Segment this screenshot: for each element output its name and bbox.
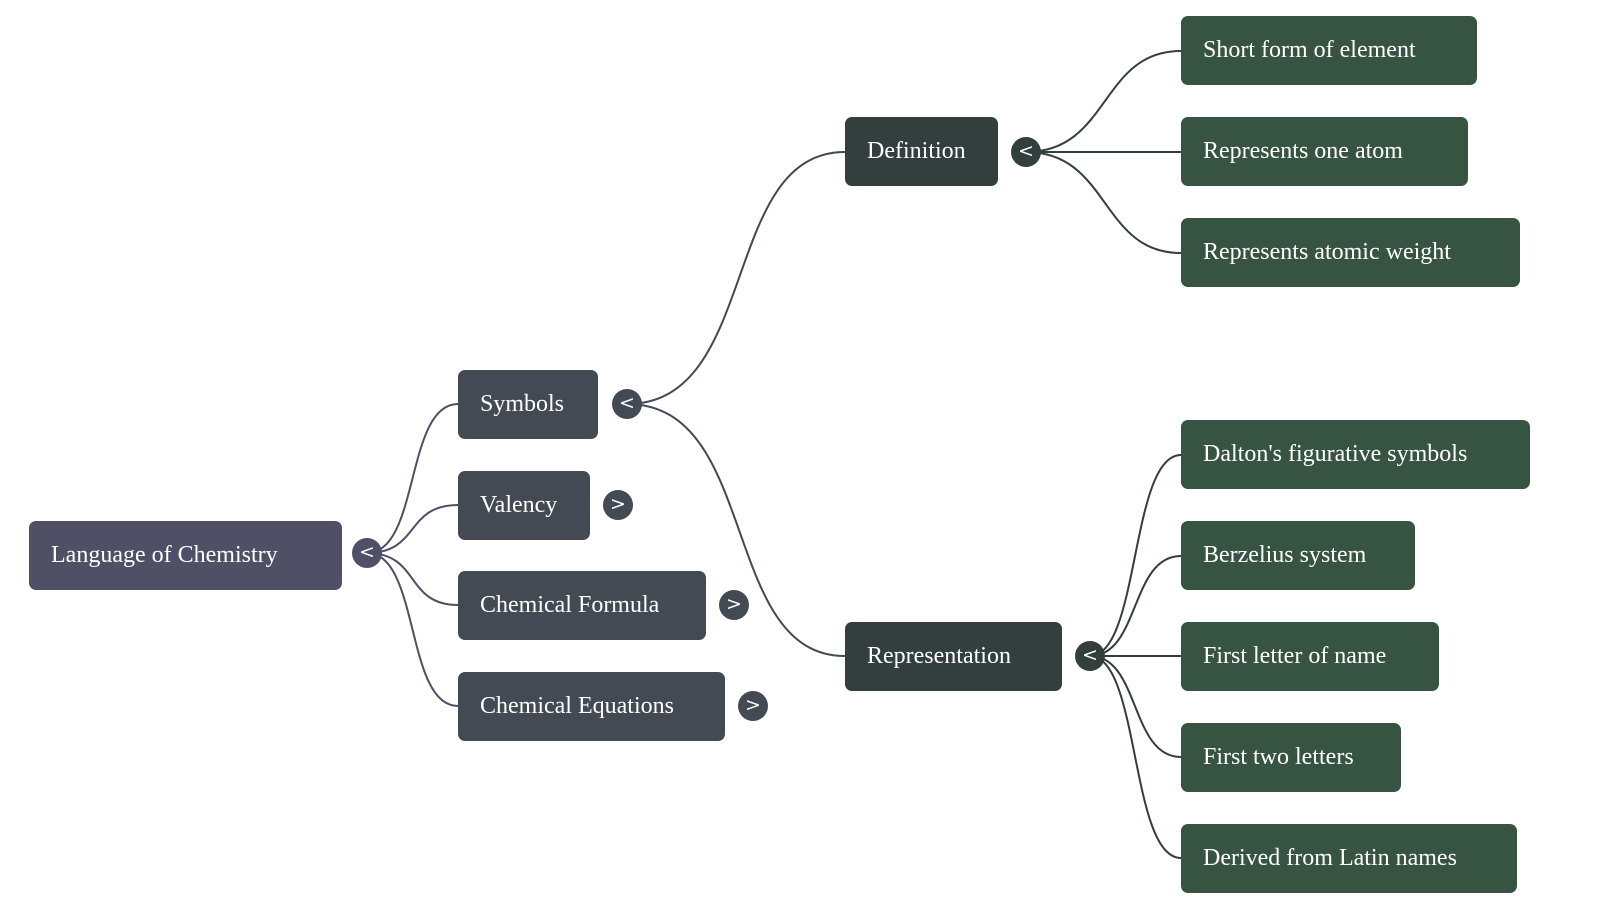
leaf-daltons-figurative-symbols[interactable]: Dalton's figurative symbols [1181,420,1530,489]
node-chemical-equations[interactable]: Chemical Equations [458,672,725,741]
collapse-icon[interactable]: < [352,538,382,568]
collapse-icon[interactable]: < [1075,641,1105,671]
leaf-first-letter-of-name[interactable]: First letter of name [1181,622,1439,691]
edge-root-symbols [366,403,459,554]
edge-representation-leaf-4 [1089,655,1182,859]
edge-definition-leaf-0 [1025,50,1182,153]
leaf-short-form-of-element[interactable]: Short form of element [1181,16,1477,85]
edge-root-valency [366,504,459,554]
edge-representation-leaf-1 [1089,555,1182,657]
expand-icon[interactable]: > [603,490,633,520]
node-representation[interactable]: Representation [845,622,1062,691]
leaf-represents-atomic-weight[interactable]: Represents atomic weight [1181,218,1520,287]
leaf-berzelius-system[interactable]: Berzelius system [1181,521,1415,590]
edge-symbols-definition [626,151,846,405]
collapse-icon[interactable]: < [612,389,642,419]
node-chemical-formula[interactable]: Chemical Formula [458,571,706,640]
expand-icon[interactable]: > [719,590,749,620]
leaf-represents-one-atom[interactable]: Represents one atom [1181,117,1468,186]
edge-representation-leaf-3 [1089,655,1182,758]
edge-symbols-representation [626,403,846,657]
edge-representation-leaf-0 [1089,454,1182,657]
edge-definition-leaf-2 [1025,151,1182,254]
node-definition[interactable]: Definition [845,117,998,186]
leaf-derived-from-latin-names[interactable]: Derived from Latin names [1181,824,1517,893]
node-valency[interactable]: Valency [458,471,590,540]
node-symbols[interactable]: Symbols [458,370,598,439]
leaf-first-two-letters[interactable]: First two letters [1181,723,1401,792]
edge-root-chemical-equations [366,552,459,707]
node-root[interactable]: Language of Chemistry [29,521,342,590]
expand-icon[interactable]: > [738,691,768,721]
collapse-icon[interactable]: < [1011,137,1041,167]
edge-root-chemical-formula [366,552,459,606]
